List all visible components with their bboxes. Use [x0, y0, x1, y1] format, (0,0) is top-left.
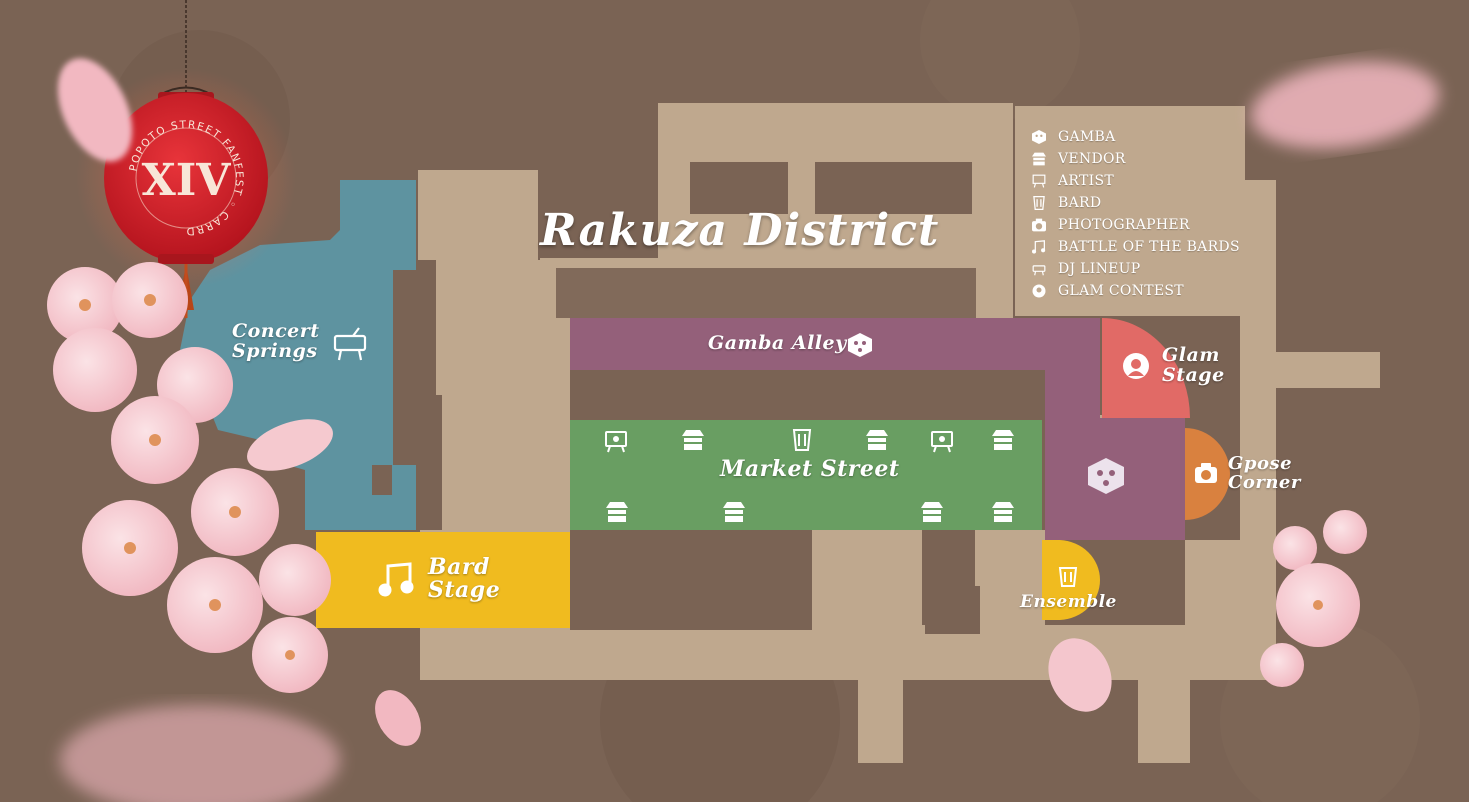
- label-glam-stage[interactable]: Glam Stage: [1162, 344, 1225, 386]
- vendor-icon[interactable]: [682, 430, 704, 450]
- dj-lineup-icon[interactable]: [333, 327, 367, 361]
- bard-icon: [1030, 194, 1048, 212]
- legend-item-artist: ARTIST: [1030, 170, 1240, 192]
- glam-contest-icon[interactable]: [1123, 353, 1149, 379]
- legend-item-battle-of-the-bards: BATTLE OF THE BARDS: [1030, 236, 1240, 258]
- legend-label: GAMBA: [1058, 129, 1116, 145]
- dj-lineup-icon: [1030, 260, 1048, 278]
- legend-label: VENDOR: [1058, 151, 1126, 167]
- vendor-icon: [1030, 150, 1048, 168]
- label-glam-stage-line2: Stage: [1162, 363, 1225, 386]
- vendor-icon[interactable]: [606, 502, 628, 522]
- lantern-logo[interactable]: [104, 92, 268, 318]
- glam-contest-icon: [1030, 282, 1048, 300]
- artist-icon: [1030, 172, 1048, 190]
- label-gpose-corner-line2: Corner: [1228, 471, 1301, 493]
- label-bard-stage[interactable]: Bard Stage: [428, 554, 501, 604]
- legend-item-bard: BARD: [1030, 192, 1240, 214]
- photographer-icon: [1030, 216, 1048, 234]
- battle-of-the-bards-icon: [1030, 238, 1048, 256]
- label-bard-stage-line1: Bard: [428, 554, 490, 580]
- gamba-icon[interactable]: [848, 333, 872, 357]
- building-blocks: [556, 162, 1040, 634]
- district-ground: [418, 103, 1380, 763]
- battle-of-the-bards-icon[interactable]: [378, 562, 414, 597]
- legend-label: DJ LINEUP: [1058, 261, 1141, 277]
- vendor-icon[interactable]: [992, 502, 1014, 522]
- label-gamba-alley[interactable]: Gamba Alley: [708, 332, 847, 354]
- legend-label: PHOTOGRAPHER: [1058, 217, 1190, 233]
- map-legend: GAMBA VENDOR ARTIST BARD PHOTOGRAPHER BA…: [1030, 126, 1240, 302]
- legend-item-photographer: PHOTOGRAPHER: [1030, 214, 1240, 236]
- market-stall-icons: [605, 429, 1014, 522]
- gamba-icon-large[interactable]: [1088, 458, 1124, 494]
- label-concert-springs-line2: Springs: [232, 339, 318, 362]
- vendor-icon[interactable]: [723, 502, 745, 522]
- legend-item-gamba: GAMBA: [1030, 126, 1240, 148]
- label-market-street[interactable]: Market Street: [720, 456, 900, 482]
- concert-springs-gap: [393, 270, 418, 465]
- bard-icon[interactable]: [1058, 567, 1078, 587]
- bard-icon[interactable]: [792, 429, 812, 451]
- legend-label: BARD: [1058, 195, 1102, 211]
- gamba-icon: [1030, 128, 1048, 146]
- concert-springs-notch: [372, 465, 392, 495]
- label-ensemble[interactable]: Ensemble: [1020, 592, 1117, 612]
- label-glam-stage-line1: Glam: [1162, 344, 1220, 366]
- label-gpose-corner-line1: Gpose: [1228, 453, 1293, 474]
- sakura-flowers-left: [47, 262, 333, 693]
- sakura-flowers-right: [1260, 510, 1367, 687]
- vendor-icon[interactable]: [921, 502, 943, 522]
- vendor-icon[interactable]: [866, 430, 888, 450]
- label-concert-springs-line1: Concert: [232, 320, 320, 342]
- zone-bard-stage[interactable]: [316, 532, 570, 628]
- lantern-monogram: XIV: [142, 155, 232, 206]
- legend-label: BATTLE OF THE BARDS: [1058, 239, 1240, 255]
- legend-item-vendor: VENDOR: [1030, 148, 1240, 170]
- floating-petals: [57, 58, 1440, 802]
- artist-icon[interactable]: [931, 431, 953, 453]
- map-title: Rakuza District: [540, 205, 940, 256]
- photographer-icon[interactable]: [1195, 463, 1217, 483]
- legend-label: ARTIST: [1058, 173, 1115, 189]
- vendor-icon[interactable]: [992, 430, 1014, 450]
- legend-item-glam-contest: GLAM CONTEST: [1030, 280, 1240, 302]
- label-concert-springs[interactable]: Concert Springs: [232, 320, 320, 362]
- zone-gamba-alley[interactable]: [570, 318, 1185, 540]
- legend-label: GLAM CONTEST: [1058, 283, 1184, 299]
- artist-icon[interactable]: [605, 431, 627, 453]
- label-gpose-corner[interactable]: Gpose Corner: [1228, 453, 1301, 493]
- legend-item-dj-lineup: DJ LINEUP: [1030, 258, 1240, 280]
- label-bard-stage-line2: Stage: [428, 577, 501, 604]
